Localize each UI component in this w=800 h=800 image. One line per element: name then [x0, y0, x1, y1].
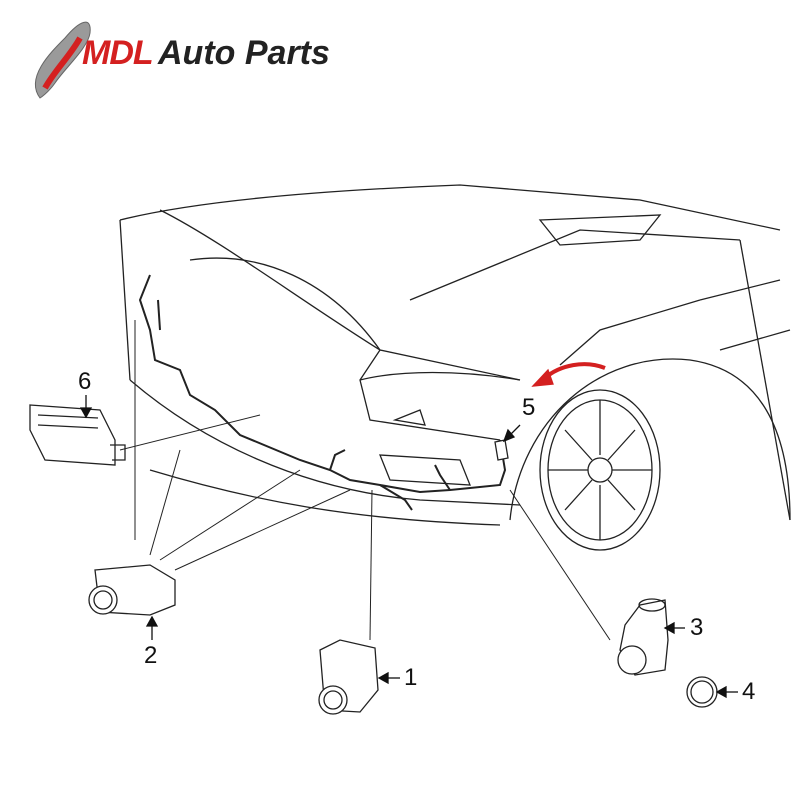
parking-sensor-2 — [88, 564, 176, 616]
parking-aid-module — [29, 404, 126, 466]
sensor-bezel-4 — [686, 676, 718, 708]
logo-brand: MDL — [82, 34, 154, 72]
parking-sensor-1 — [318, 639, 379, 715]
callout-4: 4 — [742, 678, 756, 705]
callout-3: 3 — [690, 614, 704, 641]
callout-arrows — [79, 395, 738, 699]
vehicle-front-outline — [119, 184, 791, 551]
wiring-harness — [138, 274, 507, 494]
callout-1: 1 — [404, 664, 418, 691]
parking-sensor-3 — [617, 598, 669, 676]
logo-swoosh-icon — [34, 21, 91, 99]
brand-logo: MDL Auto Parts — [20, 8, 360, 108]
red-direction-arrow — [531, 362, 606, 387]
logo-text: Auto Parts — [158, 34, 330, 72]
callout-6: 6 — [78, 368, 92, 395]
callout-2: 2 — [144, 642, 158, 669]
leader-lines — [119, 320, 611, 641]
wiring-clip-5 — [494, 439, 509, 461]
callout-5: 5 — [522, 394, 536, 421]
wiring-branch — [157, 299, 451, 511]
